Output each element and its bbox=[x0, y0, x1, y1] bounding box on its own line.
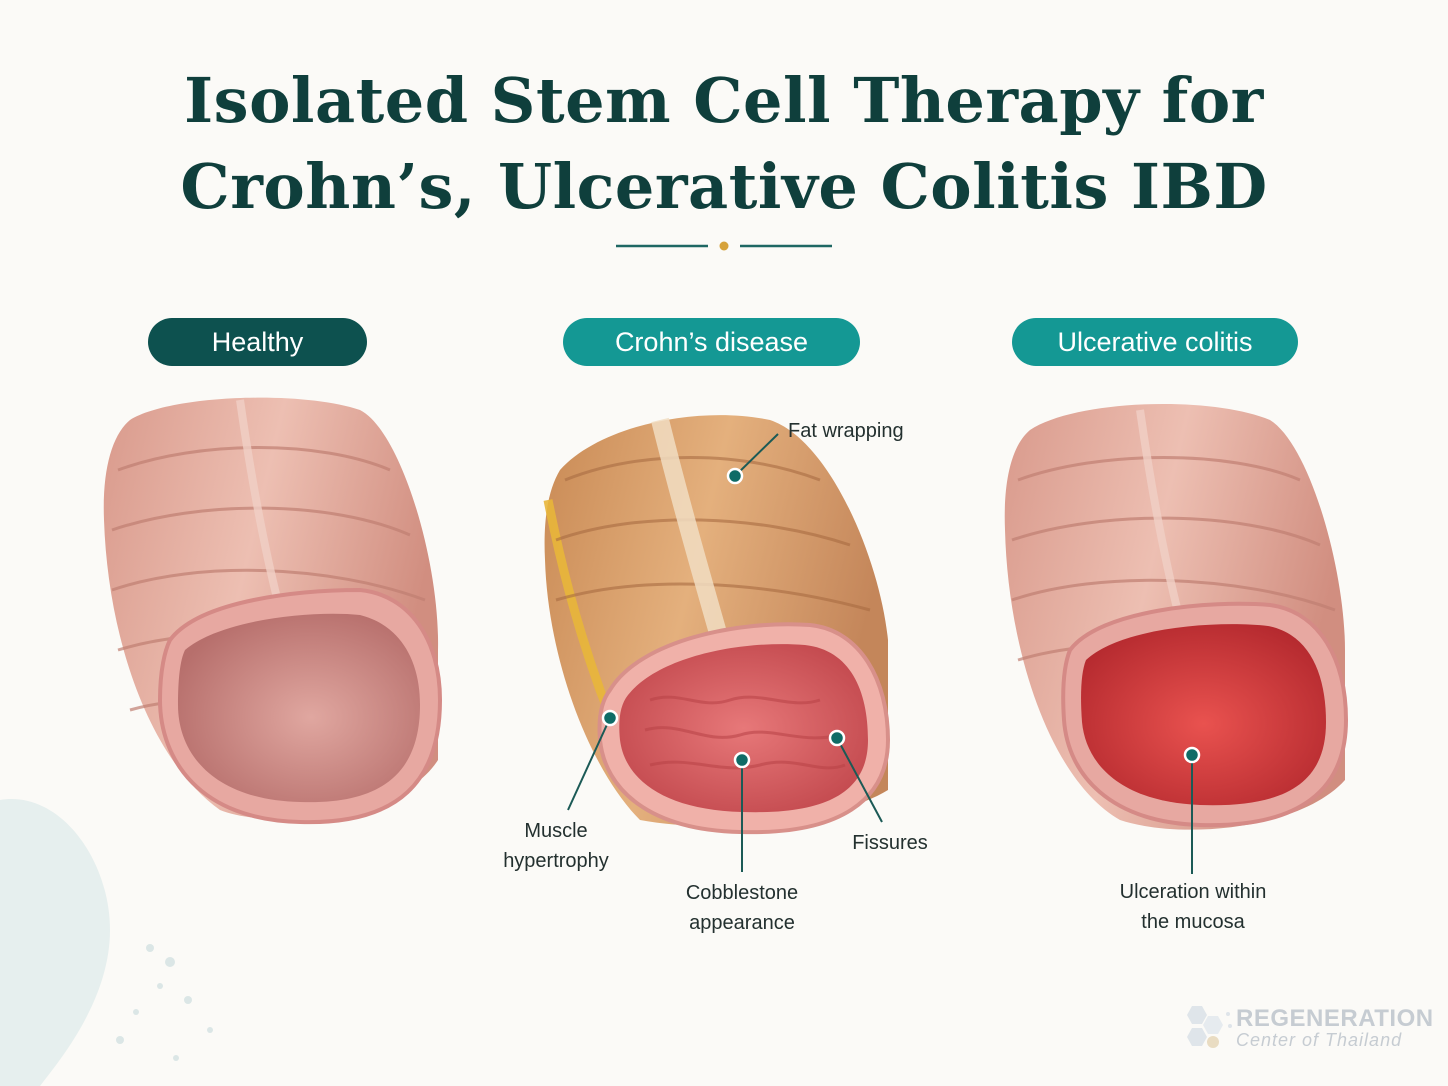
crohns-label-pill: Crohn’s disease bbox=[563, 318, 860, 366]
fissures-label: Fissures bbox=[840, 828, 940, 858]
fat-wrapping-label: Fat wrapping bbox=[788, 416, 918, 446]
fissures-text: Fissures bbox=[852, 832, 928, 854]
ulceration-leader bbox=[1183, 746, 1201, 874]
muscle-text-line-1: Muscle bbox=[524, 820, 588, 842]
fat-wrapping-leader bbox=[726, 433, 779, 485]
regeneration-logo: REGENERATION Center of Thailand bbox=[1180, 1004, 1433, 1054]
cobblestone-text-line-1: Cobblestone bbox=[685, 882, 799, 904]
title-line-1: Isolated Stem Cell Therapy for bbox=[184, 64, 1264, 137]
uc-label-pill: Ulcerative colitis bbox=[1012, 318, 1298, 366]
healthy-label-pill: Healthy bbox=[148, 318, 367, 366]
page-title: Isolated Stem Cell Therapy for Crohn’s, … bbox=[0, 58, 1448, 230]
ulceration-text-line-2: the mucosa bbox=[1141, 911, 1245, 933]
divider-dot bbox=[719, 241, 729, 251]
crohns-colon bbox=[543, 415, 891, 835]
fat-wrapping-text: Fat wrapping bbox=[788, 420, 904, 442]
ulceration-label: Ulceration within the mucosa bbox=[1098, 877, 1288, 937]
cobblestone-leader bbox=[733, 751, 751, 872]
muscle-hypertrophy-label: Muscle hypertrophy bbox=[486, 816, 626, 876]
logo-subtitle: Center of Thailand bbox=[1236, 1030, 1403, 1050]
healthy-colon bbox=[103, 397, 443, 825]
title-line-2: Crohn’s, Ulcerative Colitis IBD bbox=[180, 150, 1268, 223]
title-divider bbox=[616, 241, 832, 251]
muscle-text-line-2: hypertrophy bbox=[503, 850, 609, 872]
cobblestone-label: Cobblestone appearance bbox=[672, 878, 812, 938]
hexagon-logo-icon bbox=[1187, 1006, 1232, 1048]
fissures-leader bbox=[828, 729, 883, 823]
ulceration-text-line-1: Ulceration within bbox=[1119, 881, 1267, 903]
cobblestone-text-line-2: appearance bbox=[689, 912, 795, 934]
uc-colon bbox=[1004, 403, 1349, 830]
muscle-hypertrophy-leader bbox=[567, 709, 619, 811]
logo-name: REGENERATION bbox=[1236, 1005, 1434, 1032]
